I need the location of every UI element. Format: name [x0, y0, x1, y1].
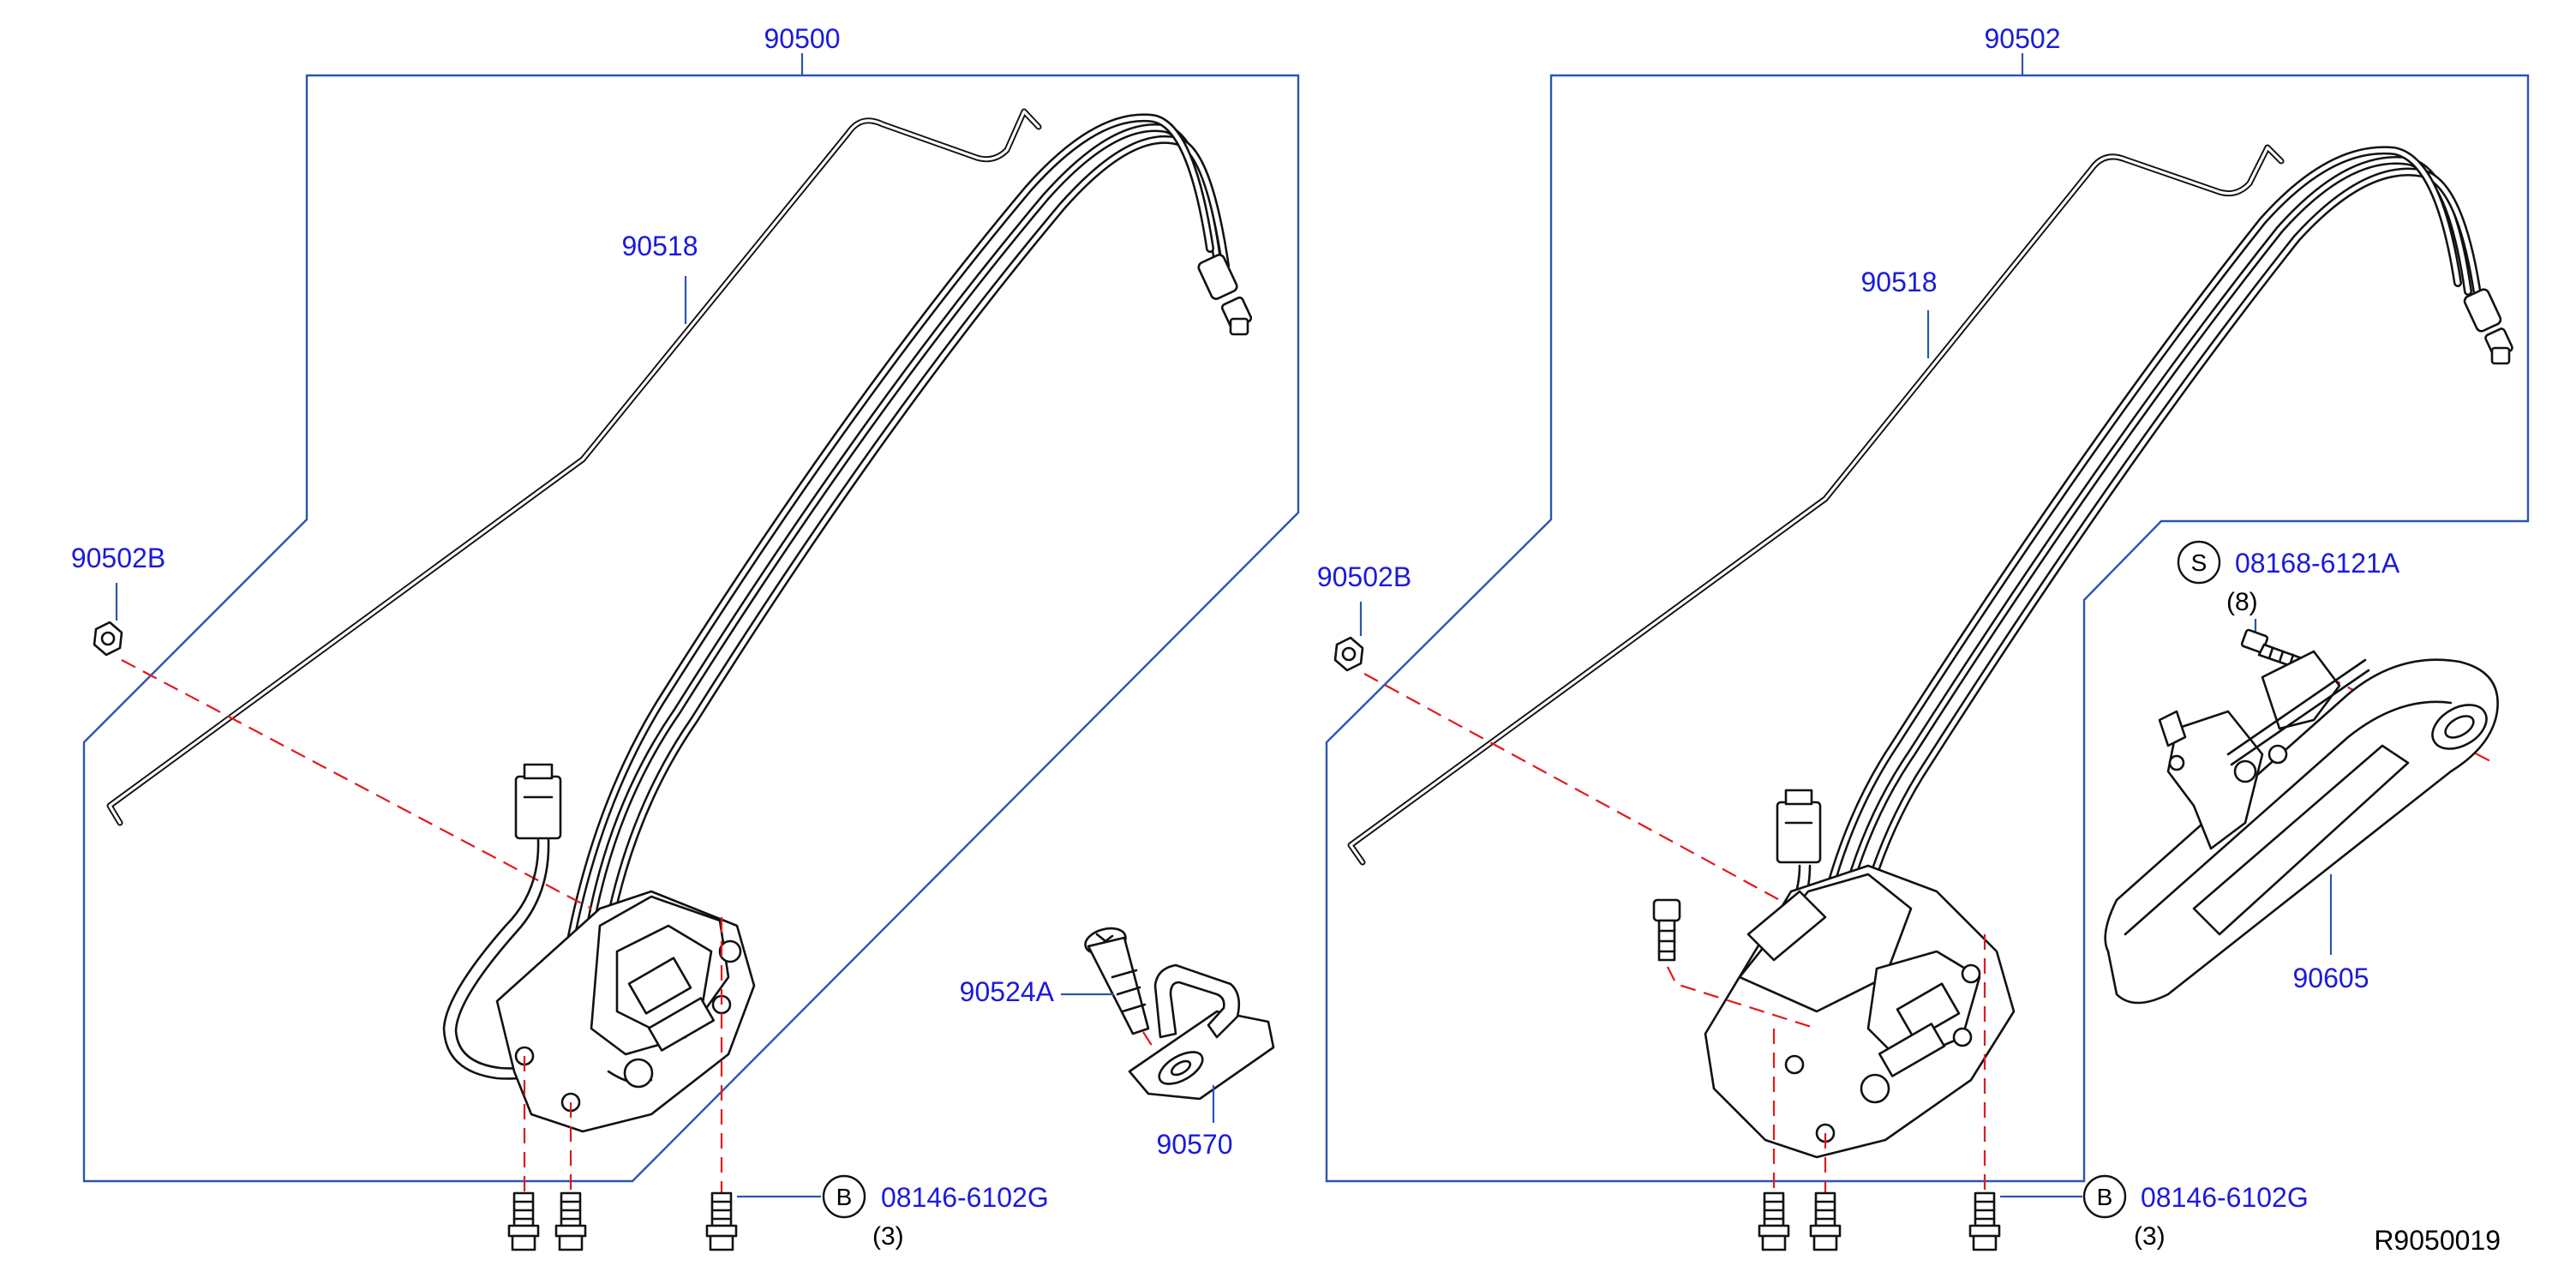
- right-handle: [2104, 650, 2499, 1005]
- left-striker-bolt: [1084, 927, 1150, 1035]
- right-bolt-qty: (3): [2134, 1222, 2166, 1251]
- right-screw-label[interactable]: 08168-6121A: [2235, 548, 2400, 579]
- left-assembly: 90500 90518 90502B: [71, 23, 1300, 1251]
- right-release-cables: [1804, 146, 2513, 1024]
- left-clip: [93, 621, 123, 657]
- right-clip: [1333, 636, 1364, 672]
- right-bolt-3: [1968, 1191, 2001, 1251]
- right-screw-badge: [2177, 540, 2221, 585]
- right-screw-qty: (8): [2226, 588, 2258, 616]
- right-assembly-frame: [1325, 74, 2530, 1183]
- left-assembly-label[interactable]: 90500: [764, 23, 841, 54]
- left-rod-label[interactable]: 90518: [622, 231, 698, 261]
- right-assembly-label[interactable]: 90502: [1985, 23, 2061, 54]
- left-striker: [1128, 963, 1275, 1101]
- right-handle-label[interactable]: 90605: [2293, 963, 2369, 993]
- right-screw-badge-letter: S: [2191, 549, 2208, 576]
- right-loose-bolt: [1652, 898, 1681, 962]
- right-bolt-label[interactable]: 08146-6102G: [2141, 1182, 2309, 1213]
- left-assembly-frame: [82, 74, 1300, 1183]
- left-striker-bolt-label[interactable]: 90524A: [960, 976, 1055, 1007]
- diagram-reference: R9050019: [2374, 1225, 2501, 1256]
- right-rod-label[interactable]: 90518: [1861, 267, 1938, 297]
- left-latch: [495, 890, 756, 1133]
- left-bolt-qty: (3): [872, 1222, 904, 1251]
- left-harness: [442, 763, 602, 1080]
- right-lock-rod: [1347, 144, 2285, 866]
- left-bolt-badge: [822, 1174, 866, 1219]
- right-assembly: 90502 90518 90502B: [1317, 23, 2530, 1251]
- left-lock-rod: [106, 108, 1042, 826]
- left-bolt-3: [705, 1191, 738, 1251]
- left-bolt-1: [507, 1191, 540, 1251]
- left-release-cables: [561, 113, 1253, 990]
- right-latch: [1704, 864, 2016, 1159]
- left-clip-label[interactable]: 90502B: [71, 543, 165, 573]
- right-bolt-badge-letter: B: [2097, 1184, 2113, 1210]
- right-bolt-2: [1809, 1191, 1842, 1251]
- right-bolt-1: [1758, 1191, 1790, 1251]
- right-bolt-badge: [2082, 1174, 2127, 1219]
- left-bolt-label[interactable]: 08146-6102G: [881, 1182, 1049, 1213]
- left-bolt-2: [554, 1191, 587, 1251]
- left-bolt-badge-letter: B: [836, 1184, 853, 1210]
- left-striker-label[interactable]: 90570: [1157, 1129, 1233, 1160]
- right-clip-label[interactable]: 90502B: [1317, 561, 1411, 592]
